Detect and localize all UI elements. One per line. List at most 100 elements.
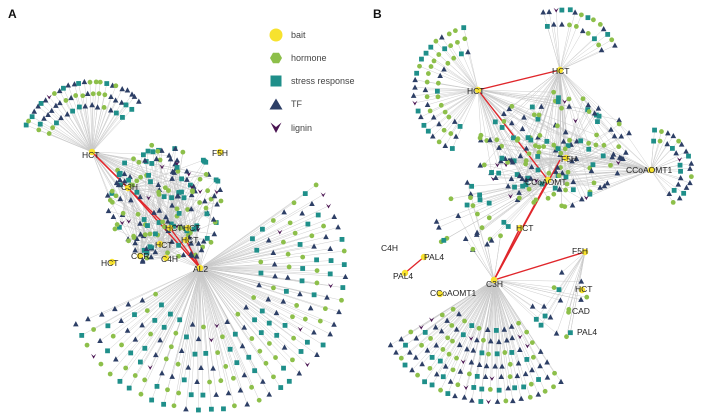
stress-node [419,56,424,62]
stress-node [341,262,347,268]
hormone-node [486,351,491,357]
edge-line [477,89,510,161]
tf-node [462,235,469,241]
hormone-node [132,373,138,378]
edge-line [522,69,561,130]
tf-node [572,9,578,15]
stress-node [423,50,429,56]
tf-node [112,97,119,103]
edge-line [493,279,509,389]
tf-node [430,114,437,120]
tf-node [270,249,277,255]
hormone-node [516,320,522,326]
stress-node [305,221,311,227]
tf-node [588,167,595,174]
tf-node [559,170,566,176]
edge-line [433,60,479,91]
tf-node [510,397,516,404]
stress-node [258,270,264,276]
tf-node [470,347,477,353]
lignin-node [325,203,332,209]
edge-line [493,279,500,391]
edge-line [427,89,479,106]
edge-line [121,267,201,321]
tf-node [105,207,112,214]
edge-line [568,251,586,310]
edge-line [199,214,319,269]
tf-node [213,391,220,397]
hormone-node [451,55,457,61]
edge-line [199,267,222,381]
hormone-node [448,43,454,49]
lignin-node [214,189,220,195]
stress-node [478,399,484,404]
hormone-node [438,387,443,393]
stress-node [259,308,265,314]
tf-node [609,154,616,160]
hormone-node [562,146,568,152]
bait-node [578,286,586,294]
hormone-node [120,210,126,216]
edge-line [67,85,93,153]
edge-line [503,69,561,122]
hormone-node [427,365,433,371]
lignin-node [328,283,334,289]
tf-node [84,90,91,96]
highlighted-edge [493,251,586,281]
highlighted-edge [493,227,521,281]
edge-line [199,267,343,288]
edge-line [145,234,201,269]
stress-node [252,368,258,374]
edge-line [431,279,495,358]
edge-line [493,279,533,307]
edge-line [188,267,201,368]
node-label: HCT [467,86,484,96]
tf-node [468,359,475,365]
edge-line [430,89,479,112]
tf-node [482,373,489,380]
tf-node [151,209,157,215]
tf-node [244,401,251,407]
hormone-node [197,200,203,205]
stress-node [283,288,289,294]
tf-node [58,114,64,121]
hormone-node [231,375,236,381]
stress-node [297,242,303,247]
edge-line [559,28,604,71]
tf-node [528,163,535,170]
stress-node [76,104,82,110]
hormone-node [107,197,113,203]
edge-line [650,151,687,171]
hormone-node [524,329,530,335]
edge-line [199,236,327,269]
hormone-node [309,233,315,239]
edge-line [199,267,241,391]
tf-node [616,117,622,123]
hormone-node [428,336,433,341]
hormone-node [470,246,476,252]
edge-line [199,250,345,269]
edge-line [490,279,495,390]
stress-node [449,146,455,151]
edge-line [450,45,479,91]
tf-node [537,362,543,369]
hormone-node [290,314,295,320]
hormone-node [436,139,442,145]
stress-node [499,155,505,161]
edge-line [555,9,561,71]
edge-line [559,12,576,71]
tf-node [516,172,523,179]
edge-line [477,89,558,168]
hormone-node [586,109,592,114]
edge-line [509,157,567,161]
tf-node [184,168,190,174]
tf-node [311,329,317,335]
hormone-node [545,195,551,201]
stress-node [567,7,573,13]
edge-line [101,267,201,315]
hormone-node [552,370,557,376]
tf-node [505,183,511,189]
stress-node [232,331,238,337]
hormone-node [476,325,482,331]
edge-line [491,69,561,173]
